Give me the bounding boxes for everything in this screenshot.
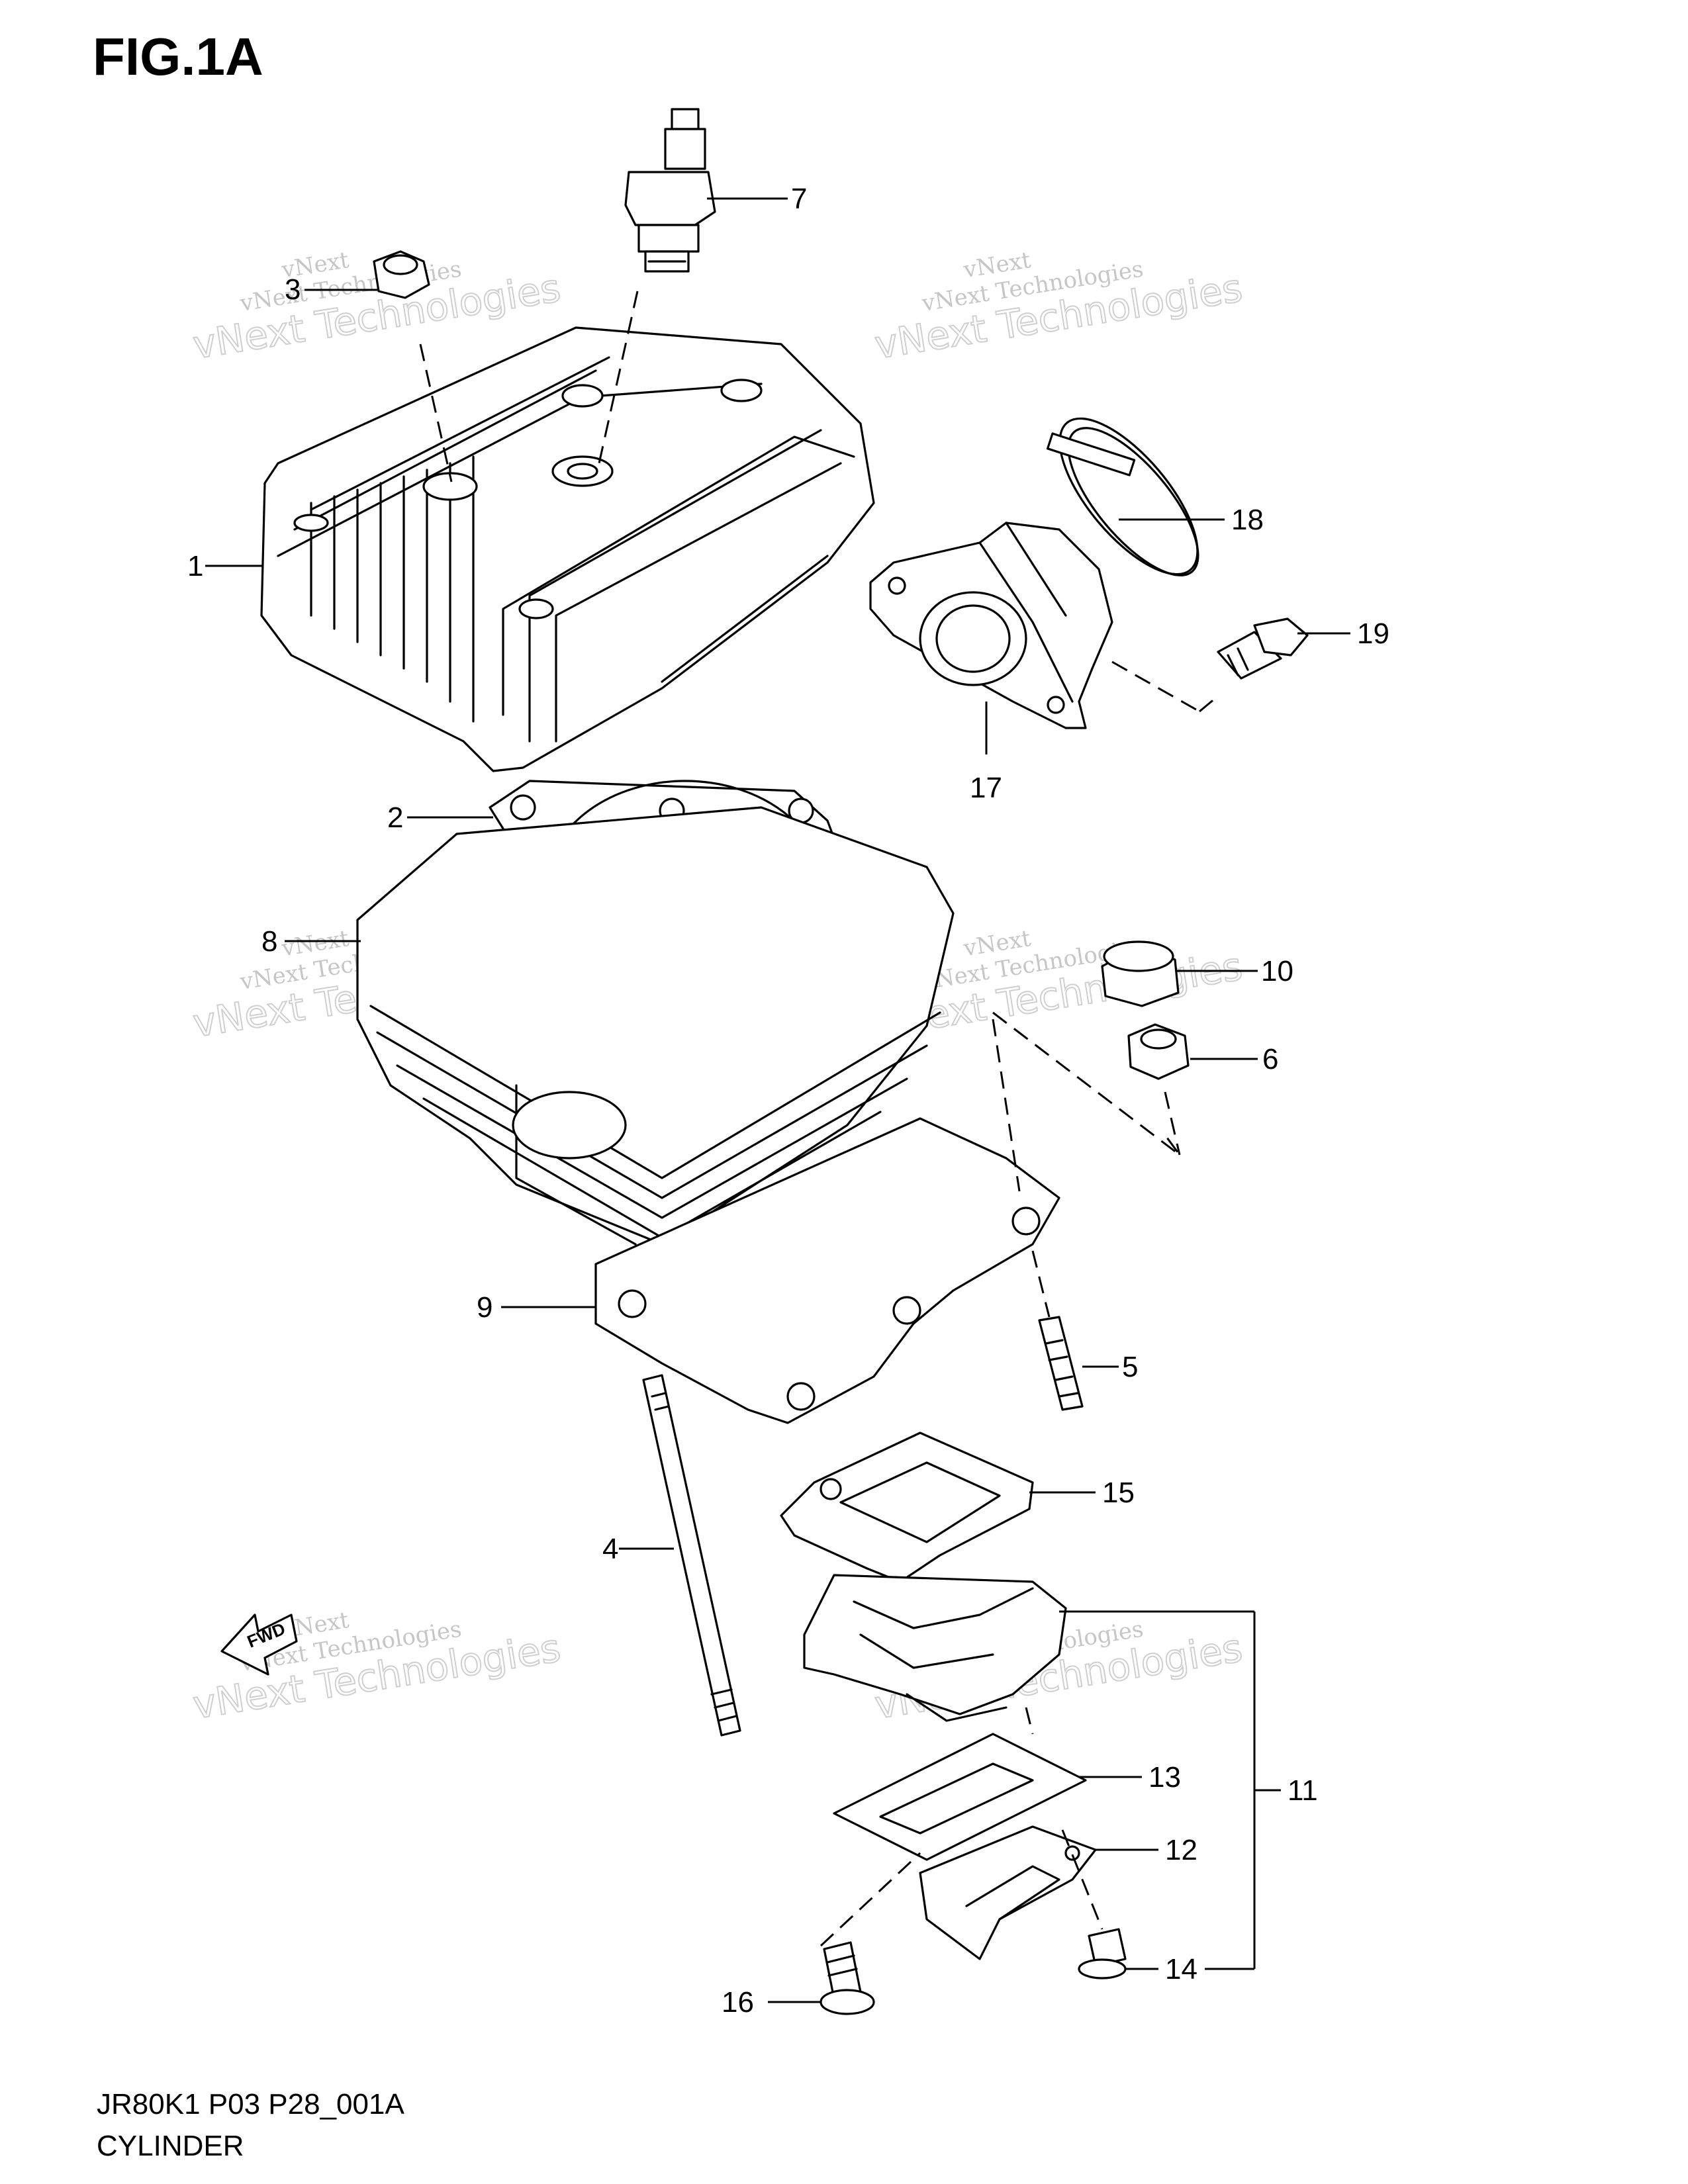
cylinder-head	[260, 326, 875, 772]
callout-4: 4	[602, 1533, 618, 1565]
small-screw	[1078, 1928, 1127, 1979]
callout-5: 5	[1122, 1351, 1138, 1383]
watermark: vNext Technologies vNext Technologies vN…	[871, 247, 1246, 369]
intake-pipe	[869, 522, 1113, 729]
reed-plate	[833, 1733, 1087, 1861]
spark-plug	[624, 108, 716, 273]
flange-nut	[1127, 1023, 1190, 1080]
reed-valve-gasket	[780, 1432, 1034, 1583]
hose-clamp	[1046, 417, 1199, 576]
callout-6: 6	[1262, 1043, 1278, 1075]
callout-19: 19	[1357, 617, 1389, 650]
hex-bolt	[1217, 617, 1309, 680]
short-stud-bolt	[1038, 1316, 1084, 1411]
rubber-cap	[1101, 940, 1180, 1007]
callout-7: 7	[791, 183, 807, 215]
alignment-lines	[419, 291, 1220, 1947]
callout-2: 2	[387, 801, 403, 834]
callout-10: 10	[1261, 955, 1293, 987]
callout-1: 1	[187, 550, 203, 582]
callout-3: 3	[285, 273, 301, 306]
fwd-arrow-icon: FWD	[220, 1614, 298, 1676]
figure-name: CYLINDER	[97, 2130, 244, 2162]
cap-nut	[373, 250, 430, 299]
callout-14: 14	[1165, 1953, 1197, 1985]
figure-code: JR80K1 P03 P28_001A	[97, 2088, 404, 2120]
callout-15: 15	[1102, 1477, 1135, 1509]
reed-stopper	[919, 1825, 1097, 1960]
watermark: vNext Technologies vNext Technologies vN…	[189, 247, 564, 369]
callout-labels: 1 2 3 4 5 6 7 8 9 10 11 12 13 14 15 16 1…	[187, 183, 1389, 2019]
callout-16: 16	[722, 1986, 754, 2019]
base-gasket	[594, 1117, 1060, 1424]
callout-13: 13	[1149, 1761, 1181, 1794]
callout-9: 9	[477, 1291, 492, 1324]
reed-valve-assembly	[803, 1574, 1067, 1722]
long-stud-bolt	[642, 1374, 741, 1737]
callout-8: 8	[261, 925, 277, 958]
figure-title: FIG.1A	[93, 27, 263, 86]
callout-18: 18	[1231, 504, 1264, 536]
callout-12: 12	[1165, 1834, 1197, 1866]
cylinder-block	[356, 806, 955, 1246]
callout-11: 11	[1288, 1774, 1318, 1807]
callout-17: 17	[970, 772, 1002, 804]
pan-head-screw	[820, 1941, 875, 2015]
leader-lines	[205, 197, 1350, 2003]
